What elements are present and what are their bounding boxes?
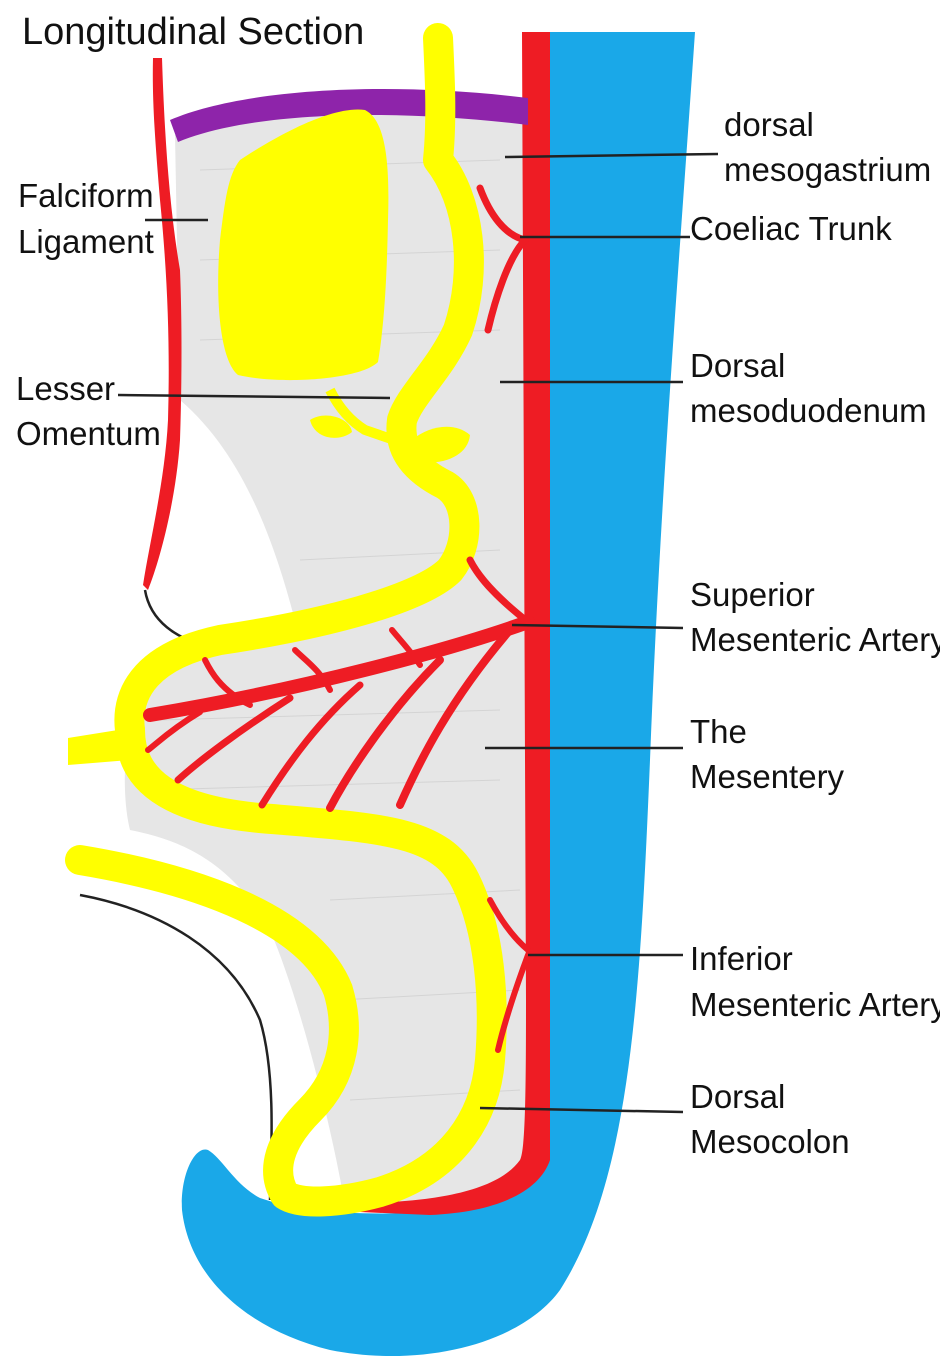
label-dorsal-mesogastrium: dorsal mesogastrium xyxy=(724,106,931,188)
label-dorsal-mesocolon: Dorsal Mesocolon xyxy=(690,1078,850,1160)
label-dorsal-mesoduodenum: Dorsal mesoduodenum xyxy=(690,347,927,429)
label-the-mesentery: The Mesentery xyxy=(690,713,845,795)
label-coeliac-trunk: Coeliac Trunk xyxy=(690,210,892,247)
diagram-title: Longitudinal Section xyxy=(22,11,364,53)
label-falciform-ligament: Falciform Ligament xyxy=(18,177,163,260)
label-inferior-mesenteric-artery: Inferior Mesenteric Artery xyxy=(690,940,940,1023)
label-lesser-omentum: Lesser Omentum xyxy=(16,370,161,452)
vitelline-duct xyxy=(68,728,130,765)
lower-body-outline xyxy=(80,895,272,1200)
label-superior-mesenteric-artery: Superior Mesenteric Artery xyxy=(690,576,940,658)
